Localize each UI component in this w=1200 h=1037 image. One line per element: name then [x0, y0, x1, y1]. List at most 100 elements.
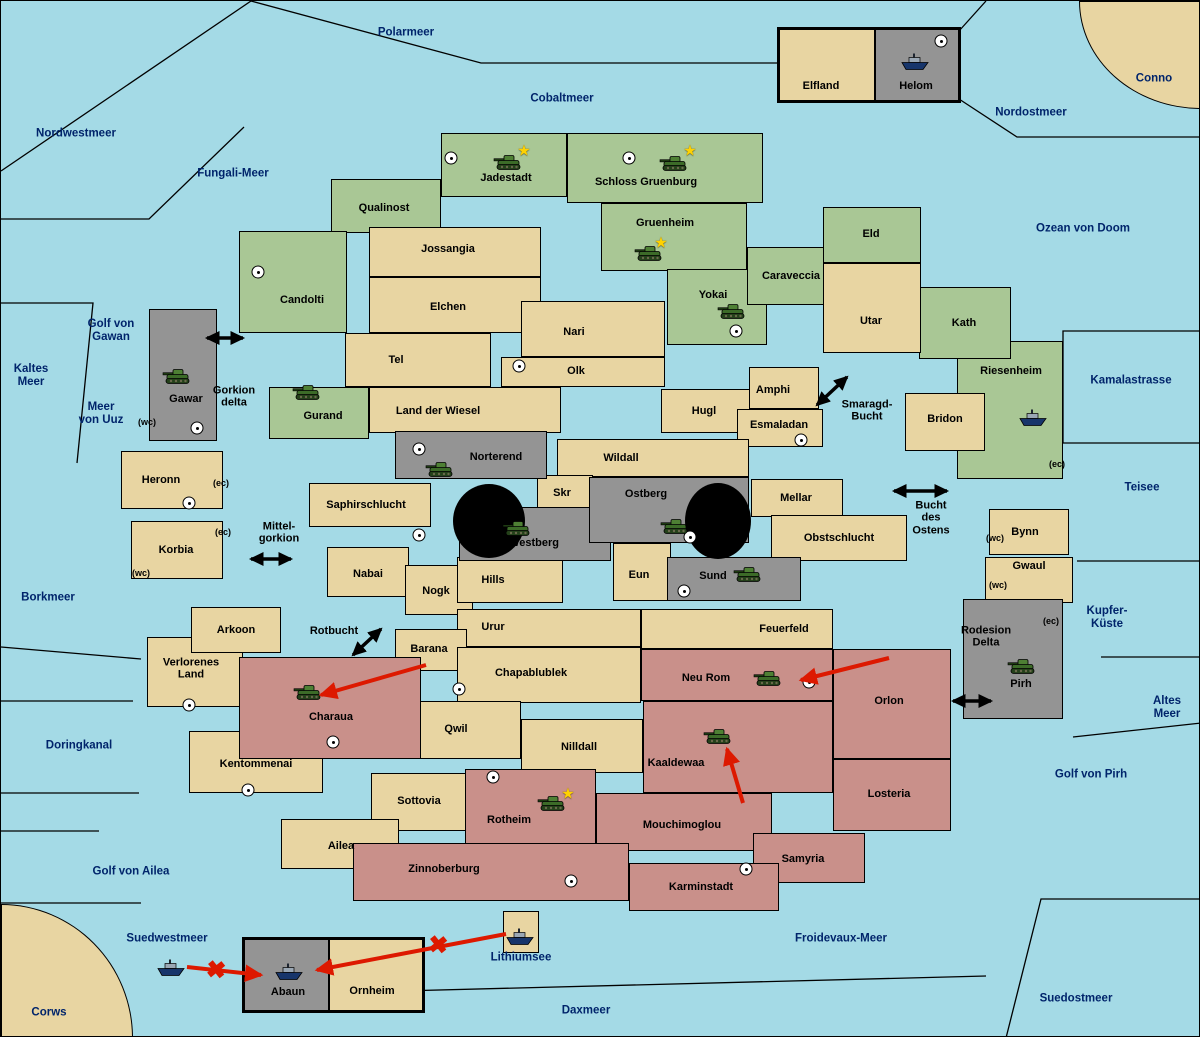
city-marker: [326, 735, 340, 749]
territory-urur[interactable]: [457, 609, 641, 647]
territory-corws-land[interactable]: [1, 904, 133, 1036]
city-marker: [564, 874, 578, 888]
city-marker: [512, 359, 526, 373]
territory-tel[interactable]: [345, 333, 491, 387]
tank-icon: [660, 519, 688, 534]
territory-chapablublek[interactable]: [457, 647, 641, 703]
territory-eld[interactable]: [823, 207, 921, 263]
tank-icon: [293, 685, 321, 700]
sea-label-daxmeer: Daxmeer: [561, 1004, 611, 1017]
tank-pirh[interactable]: [1007, 658, 1037, 677]
sea-label-nordwestmeer: Nordwestmeer: [36, 127, 116, 140]
territory-utar[interactable]: [823, 263, 921, 353]
tank-icon: [634, 246, 662, 261]
tank-yokai[interactable]: [717, 303, 747, 322]
tank-schloss-gruenburg[interactable]: [659, 155, 689, 174]
territory-eun[interactable]: [613, 543, 671, 601]
territory-qualinost[interactable]: [331, 179, 441, 233]
ship-icon: [157, 959, 185, 976]
city-marker: [794, 433, 808, 447]
territory-ornheim[interactable]: [329, 939, 423, 1011]
ship-riesenheim[interactable]: [1018, 409, 1048, 428]
ship-icon: [1019, 409, 1047, 426]
territory-jossangia[interactable]: [369, 227, 541, 277]
territory-obstschlucht[interactable]: [771, 515, 907, 561]
territory-arkoon[interactable]: [191, 607, 281, 653]
tank-kaaldewaa[interactable]: [703, 728, 733, 747]
territory-bridon[interactable]: [905, 393, 985, 451]
sea-label-suedwestmeer: Suedwestmeer: [126, 932, 208, 945]
territory-korbia[interactable]: [131, 521, 223, 579]
territory-hugl[interactable]: [661, 389, 751, 433]
ship-suedwestmeer[interactable]: [156, 959, 186, 978]
territory-gwaul[interactable]: [985, 557, 1073, 603]
city-marker: [486, 770, 500, 784]
territory-rotheim[interactable]: [465, 769, 596, 847]
territory-kaaldewaa[interactable]: [643, 701, 833, 793]
blocked-x-icon: ✖: [426, 931, 450, 960]
territory-feuerfeld[interactable]: [641, 609, 833, 649]
territory-amphi[interactable]: [749, 367, 819, 409]
tank-jadestadt[interactable]: [493, 154, 523, 173]
city-marker: [190, 421, 204, 435]
tank-icon: [703, 729, 731, 744]
tank-gurand[interactable]: [292, 384, 322, 403]
tank-charaua[interactable]: [293, 684, 323, 703]
tank-icon: [753, 671, 781, 686]
territory-zinnoberburg[interactable]: [353, 843, 629, 901]
sea-label-teisee: Teisee: [1124, 481, 1160, 494]
territory-candolti[interactable]: [239, 231, 347, 333]
tank-gruenheim[interactable]: [634, 245, 664, 264]
territory-lithiumsee-insel[interactable]: [503, 911, 539, 953]
territory-orlon[interactable]: [833, 649, 951, 759]
territory-gurand[interactable]: [269, 387, 369, 439]
sea-zone-border: [958, 1, 987, 32]
ship-icon: [275, 963, 303, 980]
territory-bynn[interactable]: [989, 509, 1069, 555]
tank-ostberg[interactable]: [660, 518, 690, 537]
territory-losteria[interactable]: [833, 759, 951, 831]
sea-label-froidevaux-meer: Froidevaux-Meer: [794, 932, 888, 945]
sea-label-ozean-von-doom: Ozean von Doom: [1036, 222, 1130, 235]
city-marker: [729, 324, 743, 338]
territory-nilldall[interactable]: [521, 719, 643, 773]
tank-westberg[interactable]: [502, 520, 532, 539]
territory-land-der-wiesel[interactable]: [369, 387, 561, 433]
sea-zone-border: [958, 98, 1199, 138]
territory-gruenheim[interactable]: [601, 203, 747, 271]
tank-gawar[interactable]: [162, 368, 192, 387]
ship-abaun[interactable]: [274, 963, 304, 982]
territory-olk[interactable]: [501, 357, 665, 387]
city-marker: [182, 698, 196, 712]
tank-rotheim[interactable]: [537, 795, 567, 814]
territory-wildall[interactable]: [557, 439, 749, 477]
ship-lithiumsee[interactable]: [505, 928, 535, 947]
territory-hills[interactable]: [457, 557, 563, 603]
territory-conno-land[interactable]: [1079, 1, 1199, 109]
territory-elchen[interactable]: [369, 277, 541, 333]
territory-karminstadt[interactable]: [629, 863, 779, 911]
territory-elfland[interactable]: [779, 29, 875, 101]
territory-nari[interactable]: [521, 301, 665, 357]
ship-helom[interactable]: [900, 53, 930, 72]
tank-sund[interactable]: [733, 566, 763, 585]
territory-mellar[interactable]: [751, 479, 843, 517]
sea-zone-border: [1, 126, 245, 220]
tank-norterend[interactable]: [425, 461, 455, 480]
tank-icon: [502, 521, 530, 536]
city-marker: [452, 682, 466, 696]
tank-neu-rom[interactable]: [753, 670, 783, 689]
territory-esmaladan[interactable]: [737, 409, 823, 447]
territory-qwil[interactable]: [419, 701, 521, 759]
sea-zone-border: [1005, 898, 1199, 1036]
territory-neu-rom[interactable]: [641, 649, 833, 701]
territory-nabai[interactable]: [327, 547, 409, 597]
mountain-ridge: [685, 483, 751, 559]
territory-kath[interactable]: [919, 287, 1011, 359]
territory-saphirschlucht[interactable]: [309, 483, 431, 527]
territory-heronn[interactable]: [121, 451, 223, 509]
